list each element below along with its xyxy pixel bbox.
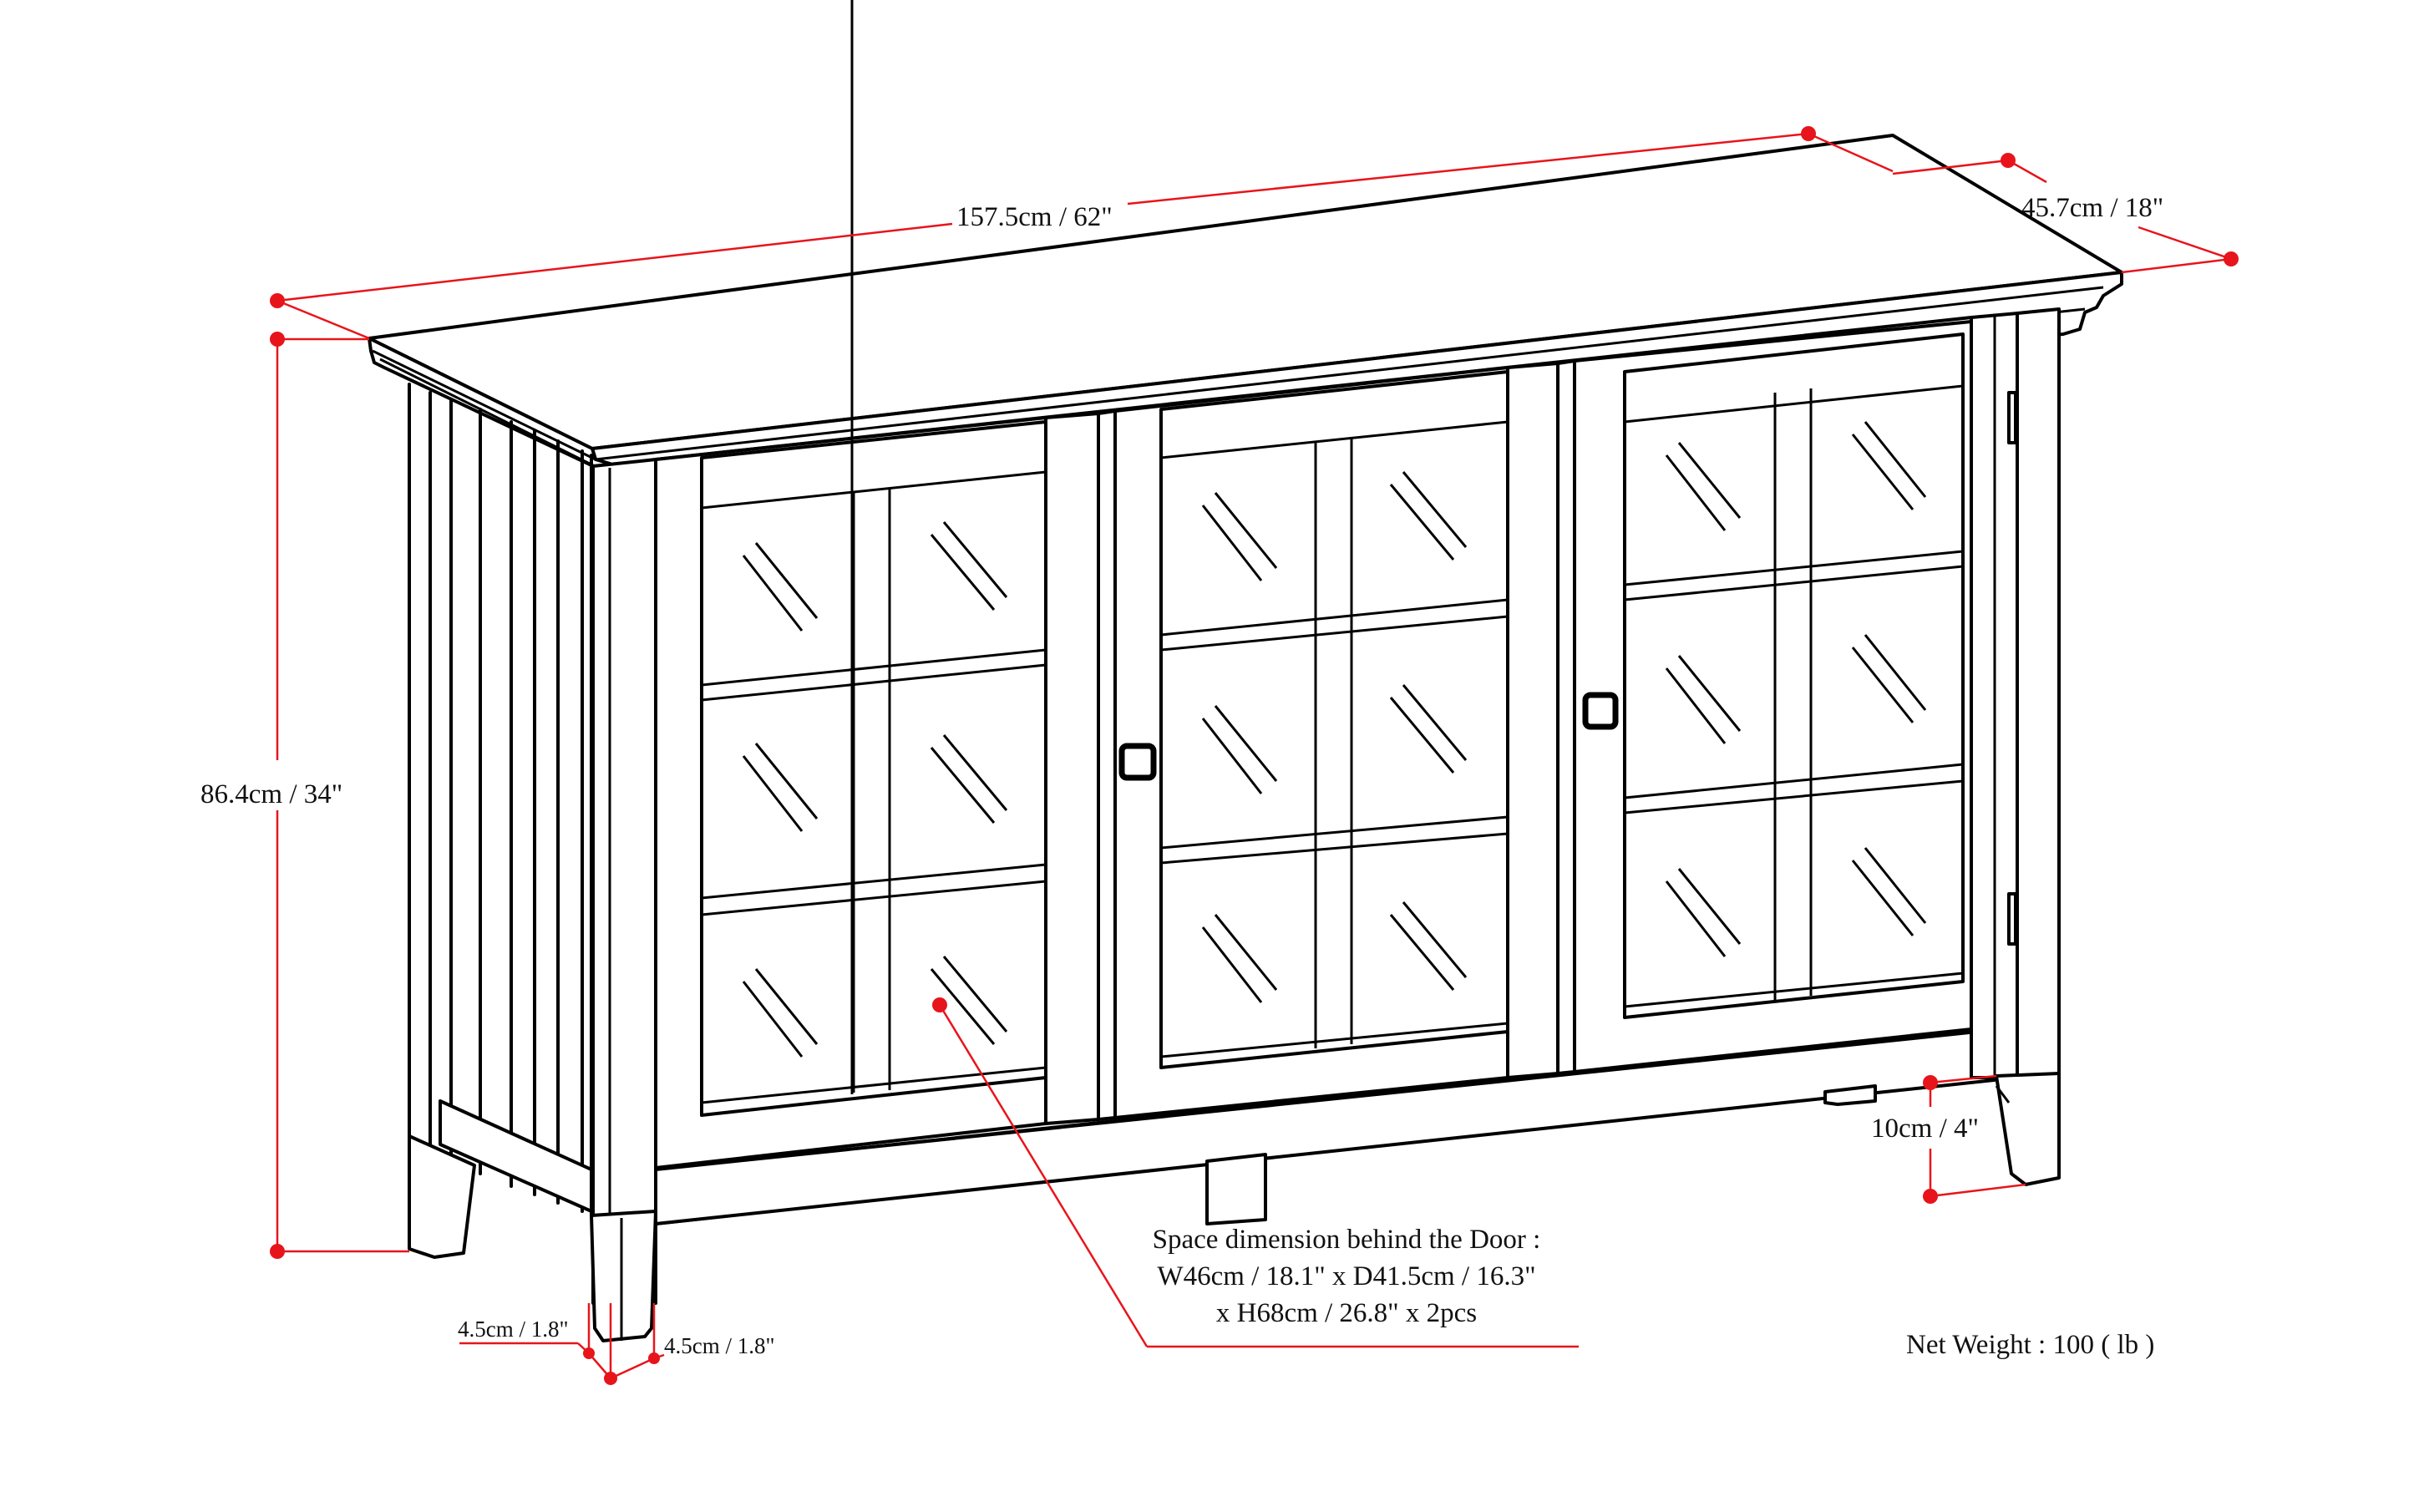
floor-clearance-label: 10cm / 4" (1871, 1114, 1979, 1144)
leg-width-front-label: 4.5cm / 1.8" (458, 1317, 569, 1342)
dimension-point (1923, 1075, 1938, 1090)
leg-width-side-label: 4.5cm / 1.8" (664, 1333, 775, 1358)
interior-note-line-3: x H68cm / 26.8" x 2pcs (1215, 1298, 1478, 1328)
dimension-point (270, 332, 285, 347)
dimension-point (270, 293, 285, 308)
glass-reflection-icon (1665, 421, 1927, 957)
door-right (1506, 320, 1973, 1079)
dimension-point (583, 1347, 595, 1359)
hinge-icon (2007, 391, 2017, 444)
door-handle-icon (1118, 743, 1157, 781)
width-label: 157.5cm / 62" (956, 202, 1113, 232)
dimension-point (648, 1352, 660, 1364)
door-handle-icon (1582, 692, 1619, 730)
leg-front-right (1995, 1072, 2061, 1186)
right-side-panel (2016, 307, 2061, 1079)
glass-reflection-icon (1201, 471, 1468, 1003)
cabinet-drawing (368, 0, 2123, 1342)
foot-middle (1205, 1153, 1267, 1225)
glass-reflection-icon (742, 521, 1008, 1058)
interior-note-line-1: Space dimension behind the Door : (1152, 1225, 1541, 1255)
left-side-panel (408, 383, 593, 1259)
depth-label: 45.7cm / 18" (2021, 193, 2164, 223)
interior-note-line-2: W46cm / 18.1" x D41.5cm / 16.3" (1157, 1261, 1536, 1291)
dimension-point (1801, 126, 1816, 141)
leg-back-left (408, 1134, 476, 1259)
height-label: 86.4cm / 34" (200, 779, 343, 809)
door-left (654, 0, 1047, 1170)
dimension-point (2001, 153, 2016, 168)
door-middle (1044, 366, 1509, 1125)
dimension-point (932, 997, 947, 1012)
dimension-point (1923, 1189, 1938, 1204)
foot-back-right (1823, 1084, 1877, 1106)
dimension-point (270, 1244, 285, 1259)
net-weight-label: Net Weight : 100 ( lb ) (1906, 1330, 2155, 1360)
dimension-point (2224, 251, 2239, 266)
dimension-lines (270, 126, 2239, 1385)
leg-front-left (590, 1210, 657, 1342)
dimension-point (604, 1372, 617, 1385)
interior-space-note: Space dimension behind the Door : W46cm … (1129, 1221, 1564, 1332)
hinge-icon (2007, 892, 2017, 946)
front-left-post (591, 458, 657, 1305)
